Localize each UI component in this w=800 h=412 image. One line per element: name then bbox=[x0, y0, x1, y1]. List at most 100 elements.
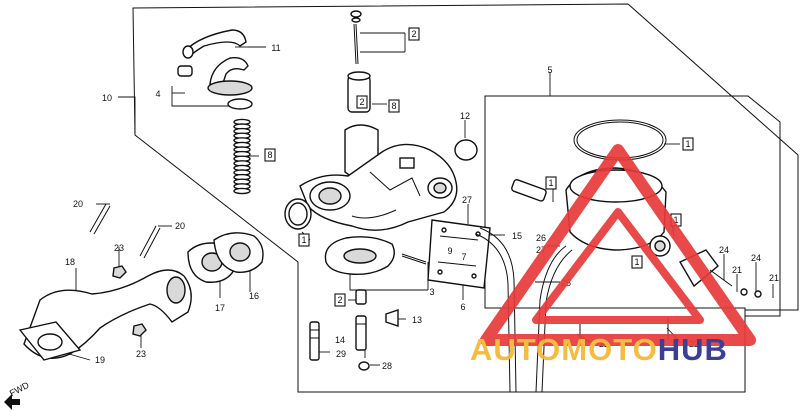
callout-2-3: 2 bbox=[356, 95, 368, 109]
callout-19: 19 bbox=[95, 355, 105, 365]
callout-box bbox=[356, 95, 368, 109]
callout-number: 19 bbox=[95, 355, 105, 365]
callout-15: 15 bbox=[512, 231, 522, 241]
callout-21: 21 bbox=[732, 265, 742, 275]
callout-1: 1 bbox=[298, 233, 310, 247]
callout-27-2: 27 bbox=[462, 195, 472, 205]
watermark-hub: HUB bbox=[658, 332, 728, 367]
callout-number: 2 bbox=[359, 97, 364, 107]
callout-3: 3 bbox=[429, 287, 434, 297]
callout-number: 20 bbox=[175, 221, 185, 231]
callout-number: 21 bbox=[769, 273, 779, 283]
watermark-text: AUTOMOTOHUB bbox=[470, 332, 728, 367]
throttle-spring-part bbox=[233, 118, 251, 195]
vent-tube-part bbox=[182, 29, 247, 59]
callout-number: 6 bbox=[460, 302, 465, 312]
callout-24: 24 bbox=[719, 245, 729, 255]
float-chamber-subframe bbox=[484, 95, 781, 317]
insulator-16-part bbox=[213, 232, 264, 273]
callout-number: 24 bbox=[751, 253, 761, 263]
callout-number: 18 bbox=[65, 257, 75, 267]
callout-1-2: 1 bbox=[631, 255, 643, 269]
callout-box bbox=[298, 233, 310, 247]
cap-12-part bbox=[454, 139, 478, 161]
callout-number: 10 bbox=[102, 93, 112, 103]
carburetor-body-part bbox=[299, 124, 458, 231]
callout-number: 28 bbox=[382, 361, 392, 371]
callout-number: 3 bbox=[429, 287, 434, 297]
watermark-triangle-logo bbox=[480, 144, 756, 346]
jet-14-part bbox=[355, 315, 367, 351]
callout-23-2: 23 bbox=[136, 349, 146, 359]
callout-number: 20 bbox=[73, 199, 83, 209]
callout-8-2: 8 bbox=[388, 99, 400, 113]
callout-number: 27 bbox=[462, 195, 472, 205]
callout-1-3: 1 bbox=[545, 176, 557, 190]
callout-number: 1 bbox=[548, 178, 553, 188]
fuel-cap-part bbox=[177, 56, 253, 110]
callout-13: 13 bbox=[412, 315, 422, 325]
forward-label: FWD bbox=[8, 380, 31, 399]
watermark-auto: AUTO bbox=[470, 332, 561, 367]
callout-box bbox=[334, 293, 346, 307]
callout-number: 13 bbox=[412, 315, 422, 325]
intake-pipe-part bbox=[18, 269, 192, 361]
pilot-jet-29-part bbox=[309, 321, 320, 361]
nut-23a-part bbox=[112, 265, 127, 279]
nut-28-part bbox=[358, 361, 370, 371]
callout-18: 18 bbox=[65, 257, 75, 267]
callout-number: 2 bbox=[337, 295, 342, 305]
callout-box bbox=[545, 176, 557, 190]
callout-11: 11 bbox=[271, 43, 280, 53]
callout-21-2: 21 bbox=[769, 273, 779, 283]
callout-number: 1 bbox=[685, 139, 690, 149]
callout-number: 27 bbox=[536, 245, 546, 255]
callout-7: 7 bbox=[461, 252, 466, 262]
callout-29: 29 bbox=[336, 349, 346, 359]
nut-23b-part bbox=[132, 323, 147, 337]
callout-9: 9 bbox=[447, 246, 452, 256]
callout-1-4: 1 bbox=[682, 137, 694, 151]
callout-box bbox=[388, 99, 400, 113]
callout-5: 5 bbox=[547, 65, 552, 75]
forward-arrow: FWD bbox=[4, 380, 31, 410]
screw-13-part bbox=[385, 309, 399, 327]
stud-bolt-20b-part bbox=[139, 225, 161, 259]
stud-bolt-20a-part bbox=[89, 203, 111, 235]
callout-20: 20 bbox=[73, 199, 83, 209]
callout-4: 4 bbox=[155, 89, 160, 99]
callout-number: 11 bbox=[271, 43, 280, 53]
jet-2-lower-part bbox=[355, 289, 367, 305]
callout-number: 26 bbox=[536, 233, 546, 243]
callout-number: 9 bbox=[447, 246, 452, 256]
callout-box bbox=[264, 148, 276, 162]
callout-number: 23 bbox=[136, 349, 146, 359]
callout-6: 6 bbox=[460, 302, 465, 312]
float-bowl-lower-part bbox=[324, 236, 395, 276]
callout-24-2: 24 bbox=[751, 253, 761, 263]
callout-number: 24 bbox=[719, 245, 729, 255]
callout-number: 5 bbox=[547, 65, 552, 75]
callout-17: 17 bbox=[215, 303, 225, 313]
callout-number: 8 bbox=[391, 101, 396, 111]
callout-14: 14 bbox=[335, 335, 345, 345]
callout-number: 1 bbox=[301, 235, 306, 245]
callout-27: 27 bbox=[536, 245, 546, 255]
callout-2: 2 bbox=[408, 27, 420, 41]
callout-labels: 1111122234567889101112131415161718192020… bbox=[65, 27, 779, 371]
callout-number: 16 bbox=[249, 291, 259, 301]
callout-10: 10 bbox=[102, 93, 112, 103]
callout-number: 2 bbox=[411, 29, 416, 39]
callout-12: 12 bbox=[460, 111, 470, 121]
callout-box bbox=[631, 255, 643, 269]
main-assembly-frame bbox=[132, 3, 799, 393]
callout-number: 23 bbox=[114, 243, 124, 253]
callout-number: 12 bbox=[460, 111, 470, 121]
callout-23: 23 bbox=[114, 243, 124, 253]
automotohub-watermark: AUTOMOTOHUB bbox=[470, 144, 756, 367]
callout-number: 4 bbox=[155, 89, 160, 99]
callout-8: 8 bbox=[264, 148, 276, 162]
callout-2-2: 2 bbox=[334, 293, 346, 307]
callout-number: 29 bbox=[336, 349, 346, 359]
callout-number: 7 bbox=[461, 252, 466, 262]
